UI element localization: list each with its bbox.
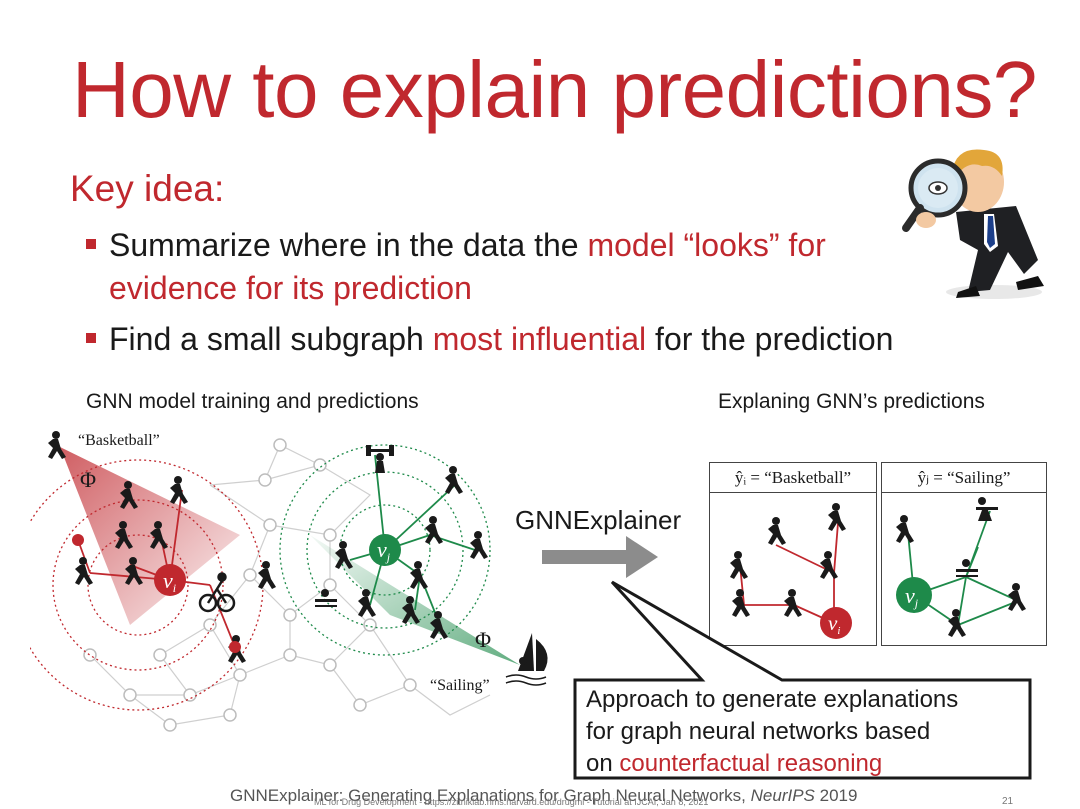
- callout-line-3-pre: on: [586, 750, 620, 777]
- sailing-subgraph: vj: [896, 497, 1026, 637]
- athlete-icons: [48, 431, 488, 663]
- callout-line-1: Approach to generate explanations: [586, 686, 959, 713]
- key-idea-heading: Key idea:: [70, 168, 225, 209]
- panel-header-basketball: ŷᵢ = “Basketball”: [710, 463, 876, 493]
- bullet-2-pre: Find a small subgraph: [109, 321, 433, 357]
- callout-highlight: counterfactual reasoning: [619, 750, 883, 777]
- bullet-marker: [86, 333, 96, 343]
- cyclist-icon: [198, 572, 236, 613]
- node-vj: [369, 534, 401, 566]
- citation-year: 2019: [819, 786, 858, 805]
- basketball-subgraph: vi: [730, 503, 852, 639]
- gnn-training-graph: vi vj Φ Φ “Basketball” “Sailing”: [30, 431, 548, 732]
- callout-line-3: on counterfactual reasoning: [586, 748, 958, 780]
- node-vj-label: vj: [377, 537, 391, 564]
- citation-text: GNNExplainer: Generating Explanations fo…: [230, 786, 746, 805]
- bullet-1-text: Summarize where in the data the model “l…: [109, 224, 826, 310]
- green-phi-wedge: [310, 535, 520, 665]
- bullet-1-pre: Summarize where in the data the: [109, 227, 588, 263]
- red-phi-wedge: [60, 447, 240, 625]
- explanation-panel-basketball: ŷᵢ = “Basketball” vi: [709, 462, 877, 646]
- tutorial-footer: ML for Drug Development - https://zitnik…: [314, 797, 709, 807]
- svg-text:vi: vi: [828, 611, 840, 637]
- citation-venue: NeurIPS: [750, 786, 815, 805]
- bullet-2-post: for the prediction: [646, 321, 894, 357]
- bullet-2-text: Find a small subgraph most influential f…: [109, 318, 893, 361]
- panel-header-sailing: ŷⱼ = “Sailing”: [882, 463, 1046, 493]
- phi-label-green: Φ: [475, 627, 491, 652]
- callout-line-2: for graph neural networks based: [586, 718, 931, 745]
- athlete-icons: [896, 497, 1026, 637]
- explainer-arrow-icon: [542, 536, 658, 578]
- svg-text:vj: vj: [905, 583, 919, 610]
- mesh-nodes: [83, 438, 417, 732]
- slide-title: How to explain predictions?: [72, 45, 1037, 134]
- callout-text: Approach to generate explanations for gr…: [586, 684, 958, 780]
- callout-bubble: [573, 580, 1032, 780]
- page-number: 21: [1002, 796, 1014, 807]
- gnnexplainer-label: GNNExplainer: [515, 505, 682, 535]
- detective-magnifier-icon: [902, 149, 1044, 299]
- citation-footer: GNNExplainer: Generating Explanations fo…: [230, 786, 857, 806]
- basketball-label: “Basketball”: [78, 432, 160, 449]
- node-vi-label: vi: [163, 568, 176, 595]
- right-caption: Explaning GNN’s predictions: [718, 390, 985, 413]
- sailboat-icon: [505, 633, 548, 686]
- bullet-1-highlight-2: evidence for its prediction: [109, 270, 472, 306]
- phi-label-red: Φ: [80, 467, 96, 492]
- bullet-1-highlight: model “looks” for: [587, 227, 826, 263]
- node-vi: [154, 564, 186, 596]
- red-neighbor-nodes: [72, 534, 241, 653]
- explanation-panel-sailing: ŷⱼ = “Sailing” vj: [881, 462, 1047, 646]
- sailing-label: “Sailing”: [430, 677, 490, 694]
- left-caption: GNN model training and predictions: [86, 390, 419, 413]
- bullet-2-highlight: most influential: [432, 321, 647, 357]
- bullet-marker: [86, 239, 96, 249]
- athlete-icons: [730, 503, 846, 617]
